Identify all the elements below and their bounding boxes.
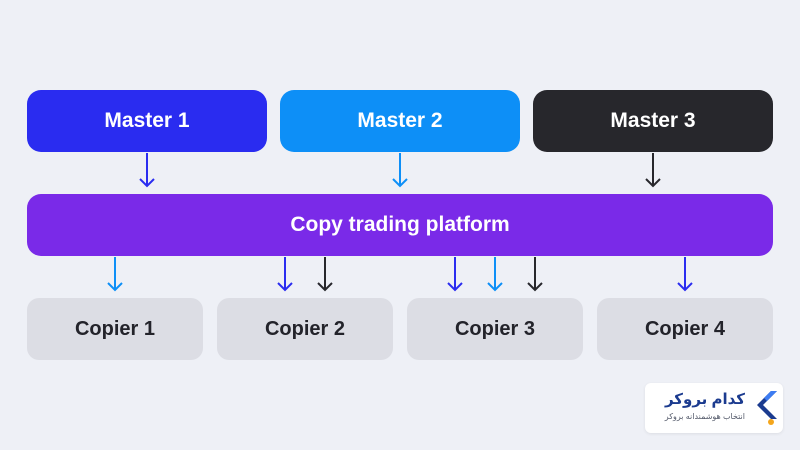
arrow-master1-to-copier3: [447, 257, 463, 292]
copy-trading-platform-node: Copy trading platform: [27, 194, 773, 256]
master-3-label: Master 3: [610, 109, 696, 132]
watermark-subtitle: انتخاب هوشمندانه بروکر: [664, 412, 745, 421]
watermark-title: کدام بروکر: [664, 391, 745, 408]
platform-label: Copy trading platform: [290, 213, 510, 236]
arrow-master3-to-copier2: [317, 257, 333, 292]
master-1-node: Master 1: [27, 90, 267, 152]
master-1-label: Master 1: [104, 109, 190, 132]
watermark-logo: کدام بروکر انتخاب هوشمندانه بروکر: [645, 383, 783, 433]
copier-2-node: Copier 2: [217, 298, 393, 360]
brand-logo-icon: [757, 391, 777, 425]
copier-4-node: Copier 4: [597, 298, 773, 360]
arrow-master3-to-copier3: [527, 257, 543, 292]
copier-1-node: Copier 1: [27, 298, 203, 360]
master-2-label: Master 2: [357, 109, 443, 132]
master-3-node: Master 3: [533, 90, 773, 152]
arrow-master1-to-platform: [139, 153, 155, 188]
arrow-master2-to-platform: [392, 153, 408, 188]
arrow-master1-to-copier4: [677, 257, 693, 292]
master-2-node: Master 2: [280, 90, 520, 152]
copier-3-node: Copier 3: [407, 298, 583, 360]
copier-3-label: Copier 3: [454, 317, 536, 340]
copier-4-label: Copier 4: [644, 317, 726, 340]
arrow-master2-to-copier3: [487, 257, 503, 292]
arrow-master2-to-copier1: [107, 257, 123, 292]
copier-1-label: Copier 1: [74, 317, 156, 340]
arrow-master1-to-copier2: [277, 257, 293, 292]
arrow-master3-to-platform: [645, 153, 661, 188]
copier-2-label: Copier 2: [264, 317, 346, 340]
